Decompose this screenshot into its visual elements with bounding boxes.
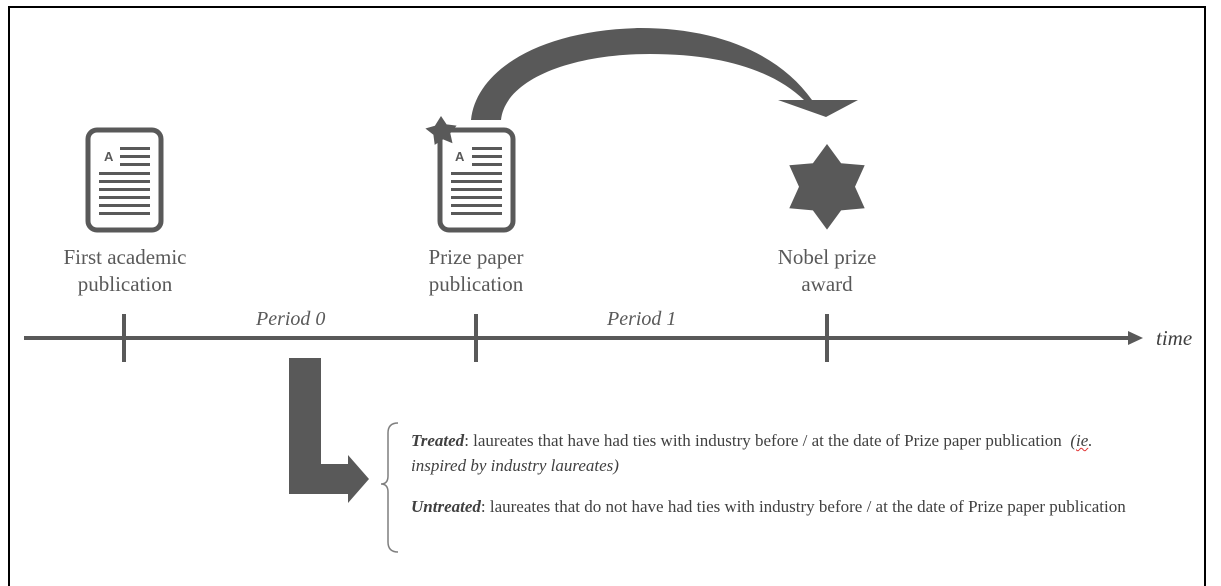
document-icon: A <box>85 127 164 233</box>
treated-note: (ie. inspired by industry laureates) <box>411 431 1093 475</box>
treated-note-open: ( <box>1070 431 1076 450</box>
untreated-term: Untreated <box>411 497 481 516</box>
first-publication-line1: First academic <box>63 245 187 269</box>
treated-term: Treated <box>411 431 465 450</box>
svg-text:A: A <box>104 149 114 164</box>
legend-brace <box>380 422 399 553</box>
treated-text: : laureates that have had ties with indu… <box>464 431 1062 450</box>
figure-frame <box>8 6 1206 586</box>
nobel-award-line2: award <box>801 272 853 296</box>
nobel-star-icon <box>789 144 865 230</box>
untreated-definition: Untreated: laureates that do not have ha… <box>411 494 1131 519</box>
first-publication-line2: publication <box>77 272 173 296</box>
time-axis-label: time <box>1156 326 1193 350</box>
prize-paper-line1: Prize paper <box>428 245 524 269</box>
period-0-label: Period 0 <box>256 308 326 330</box>
treated-note-ie: ie <box>1075 431 1089 450</box>
document-icon: A <box>437 127 516 233</box>
treated-definition: Treated: laureates that have had ties wi… <box>411 428 1131 478</box>
timeline-arrowhead <box>1128 331 1143 345</box>
prize-paper-line2: publication <box>428 272 524 296</box>
l-arrow <box>289 358 369 503</box>
curved-arrow <box>471 28 858 120</box>
star-badge-icon <box>425 116 457 145</box>
treated-note-rest: . inspired by industry laureates) <box>411 431 1093 475</box>
first-publication-label: First academic publication <box>44 244 206 298</box>
prize-paper-label: Prize paper publication <box>395 244 557 298</box>
untreated-text: : laureates that do not have had ties wi… <box>480 497 1126 516</box>
svg-text:A: A <box>455 149 465 164</box>
period-1-label: Period 1 <box>607 308 677 330</box>
nobel-award-line1: Nobel prize <box>777 245 877 269</box>
nobel-award-label: Nobel prize award <box>746 244 908 298</box>
